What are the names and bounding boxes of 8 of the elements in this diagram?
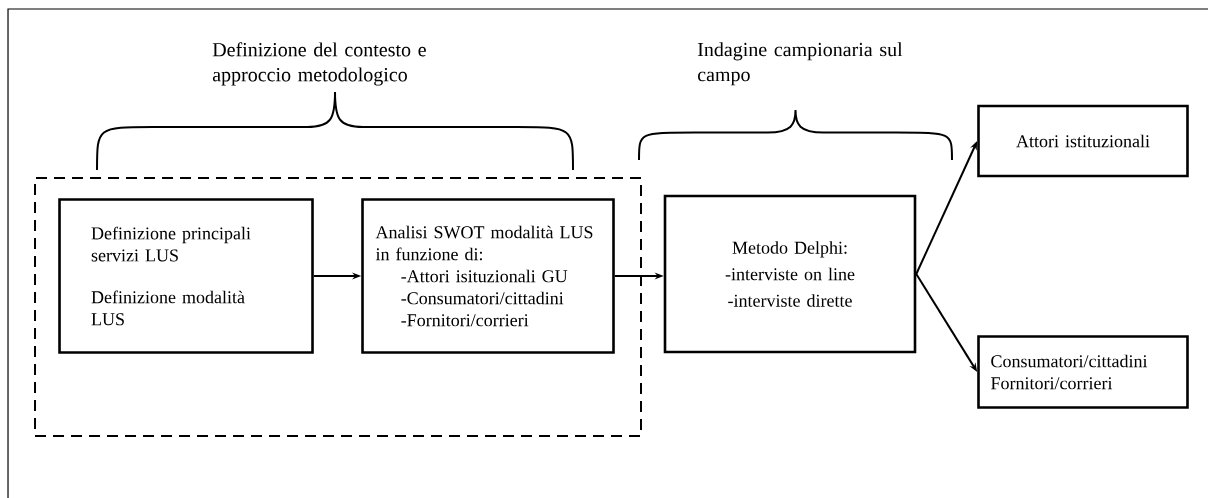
process-box: Analisi SWOT modalità LUS in funzione di: -Attori isituzionali GU -Consumatori/cittadini -Fornitori/corrieri bbox=[361, 198, 615, 354]
process-box: Definizione principali servizi LUS Definizione modalità LUS bbox=[58, 198, 314, 354]
process-box: Metodo Delphi: -interviste on line -interviste dirette bbox=[663, 194, 917, 354]
process-box: Attori istituzionali bbox=[977, 104, 1189, 178]
heading: Indagine campionaria sul campo bbox=[697, 42, 903, 86]
heading: Definizione del contesto e approccio metodologico bbox=[212, 42, 426, 86]
dashed-box bbox=[34, 177, 642, 437]
process-box: Consumatori/cittadini Fornitori/corrieri bbox=[977, 335, 1189, 409]
